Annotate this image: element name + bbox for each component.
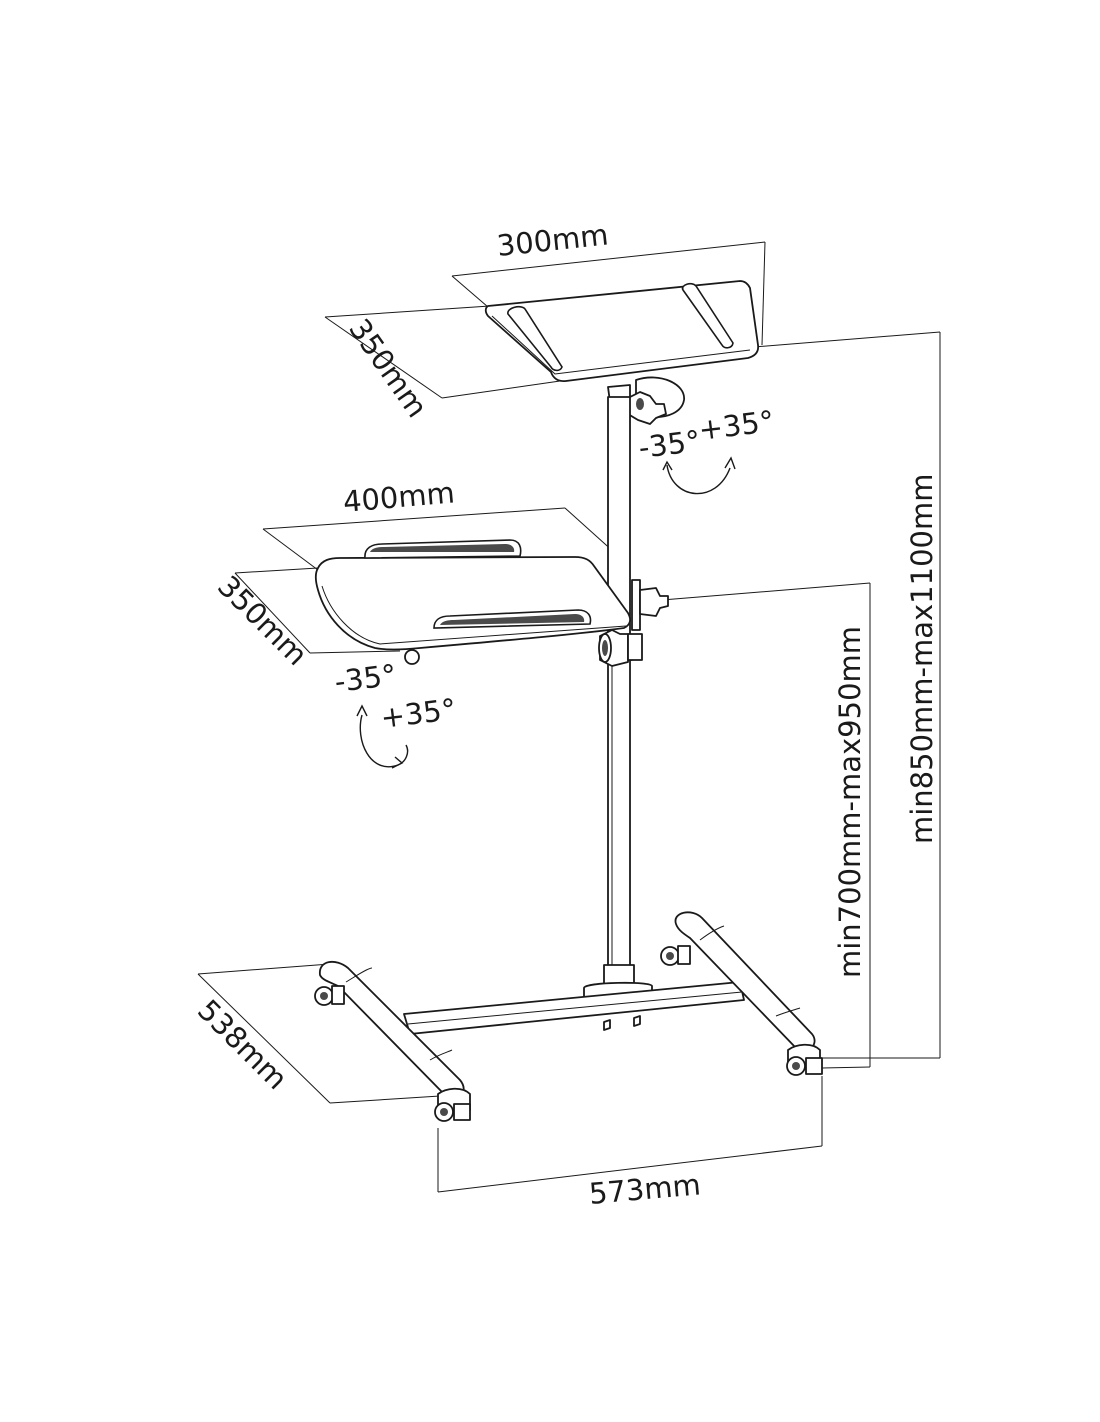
label-top-tray-width: 300mm (495, 217, 610, 263)
tilt-arrows (356, 456, 736, 769)
label-lower-tray-tilt-neg: -35° (333, 658, 399, 699)
lower-tray (314, 539, 669, 667)
center-pole (583, 396, 653, 1002)
label-lower-tray-width: 400mm (342, 475, 456, 519)
label-base-depth: 538mm (191, 993, 294, 1096)
label-base-width: 573mm (588, 1167, 702, 1211)
label-total-height: min850mm-max1100mm (905, 474, 939, 845)
dimension-lines (197, 241, 941, 1193)
base-frame (314, 911, 823, 1122)
label-top-tray-tilt-pos: +35° (697, 404, 776, 447)
label-lower-tray-tilt-pos: +35° (379, 692, 458, 735)
label-top-tray-tilt-neg: -35° (637, 424, 703, 465)
label-top-tray-depth: 350mm (342, 313, 434, 424)
label-lower-tray-height: min700mm-max950mm (833, 626, 867, 978)
top-tray (484, 280, 760, 425)
label-lower-tray-depth: 350mm (211, 569, 314, 672)
